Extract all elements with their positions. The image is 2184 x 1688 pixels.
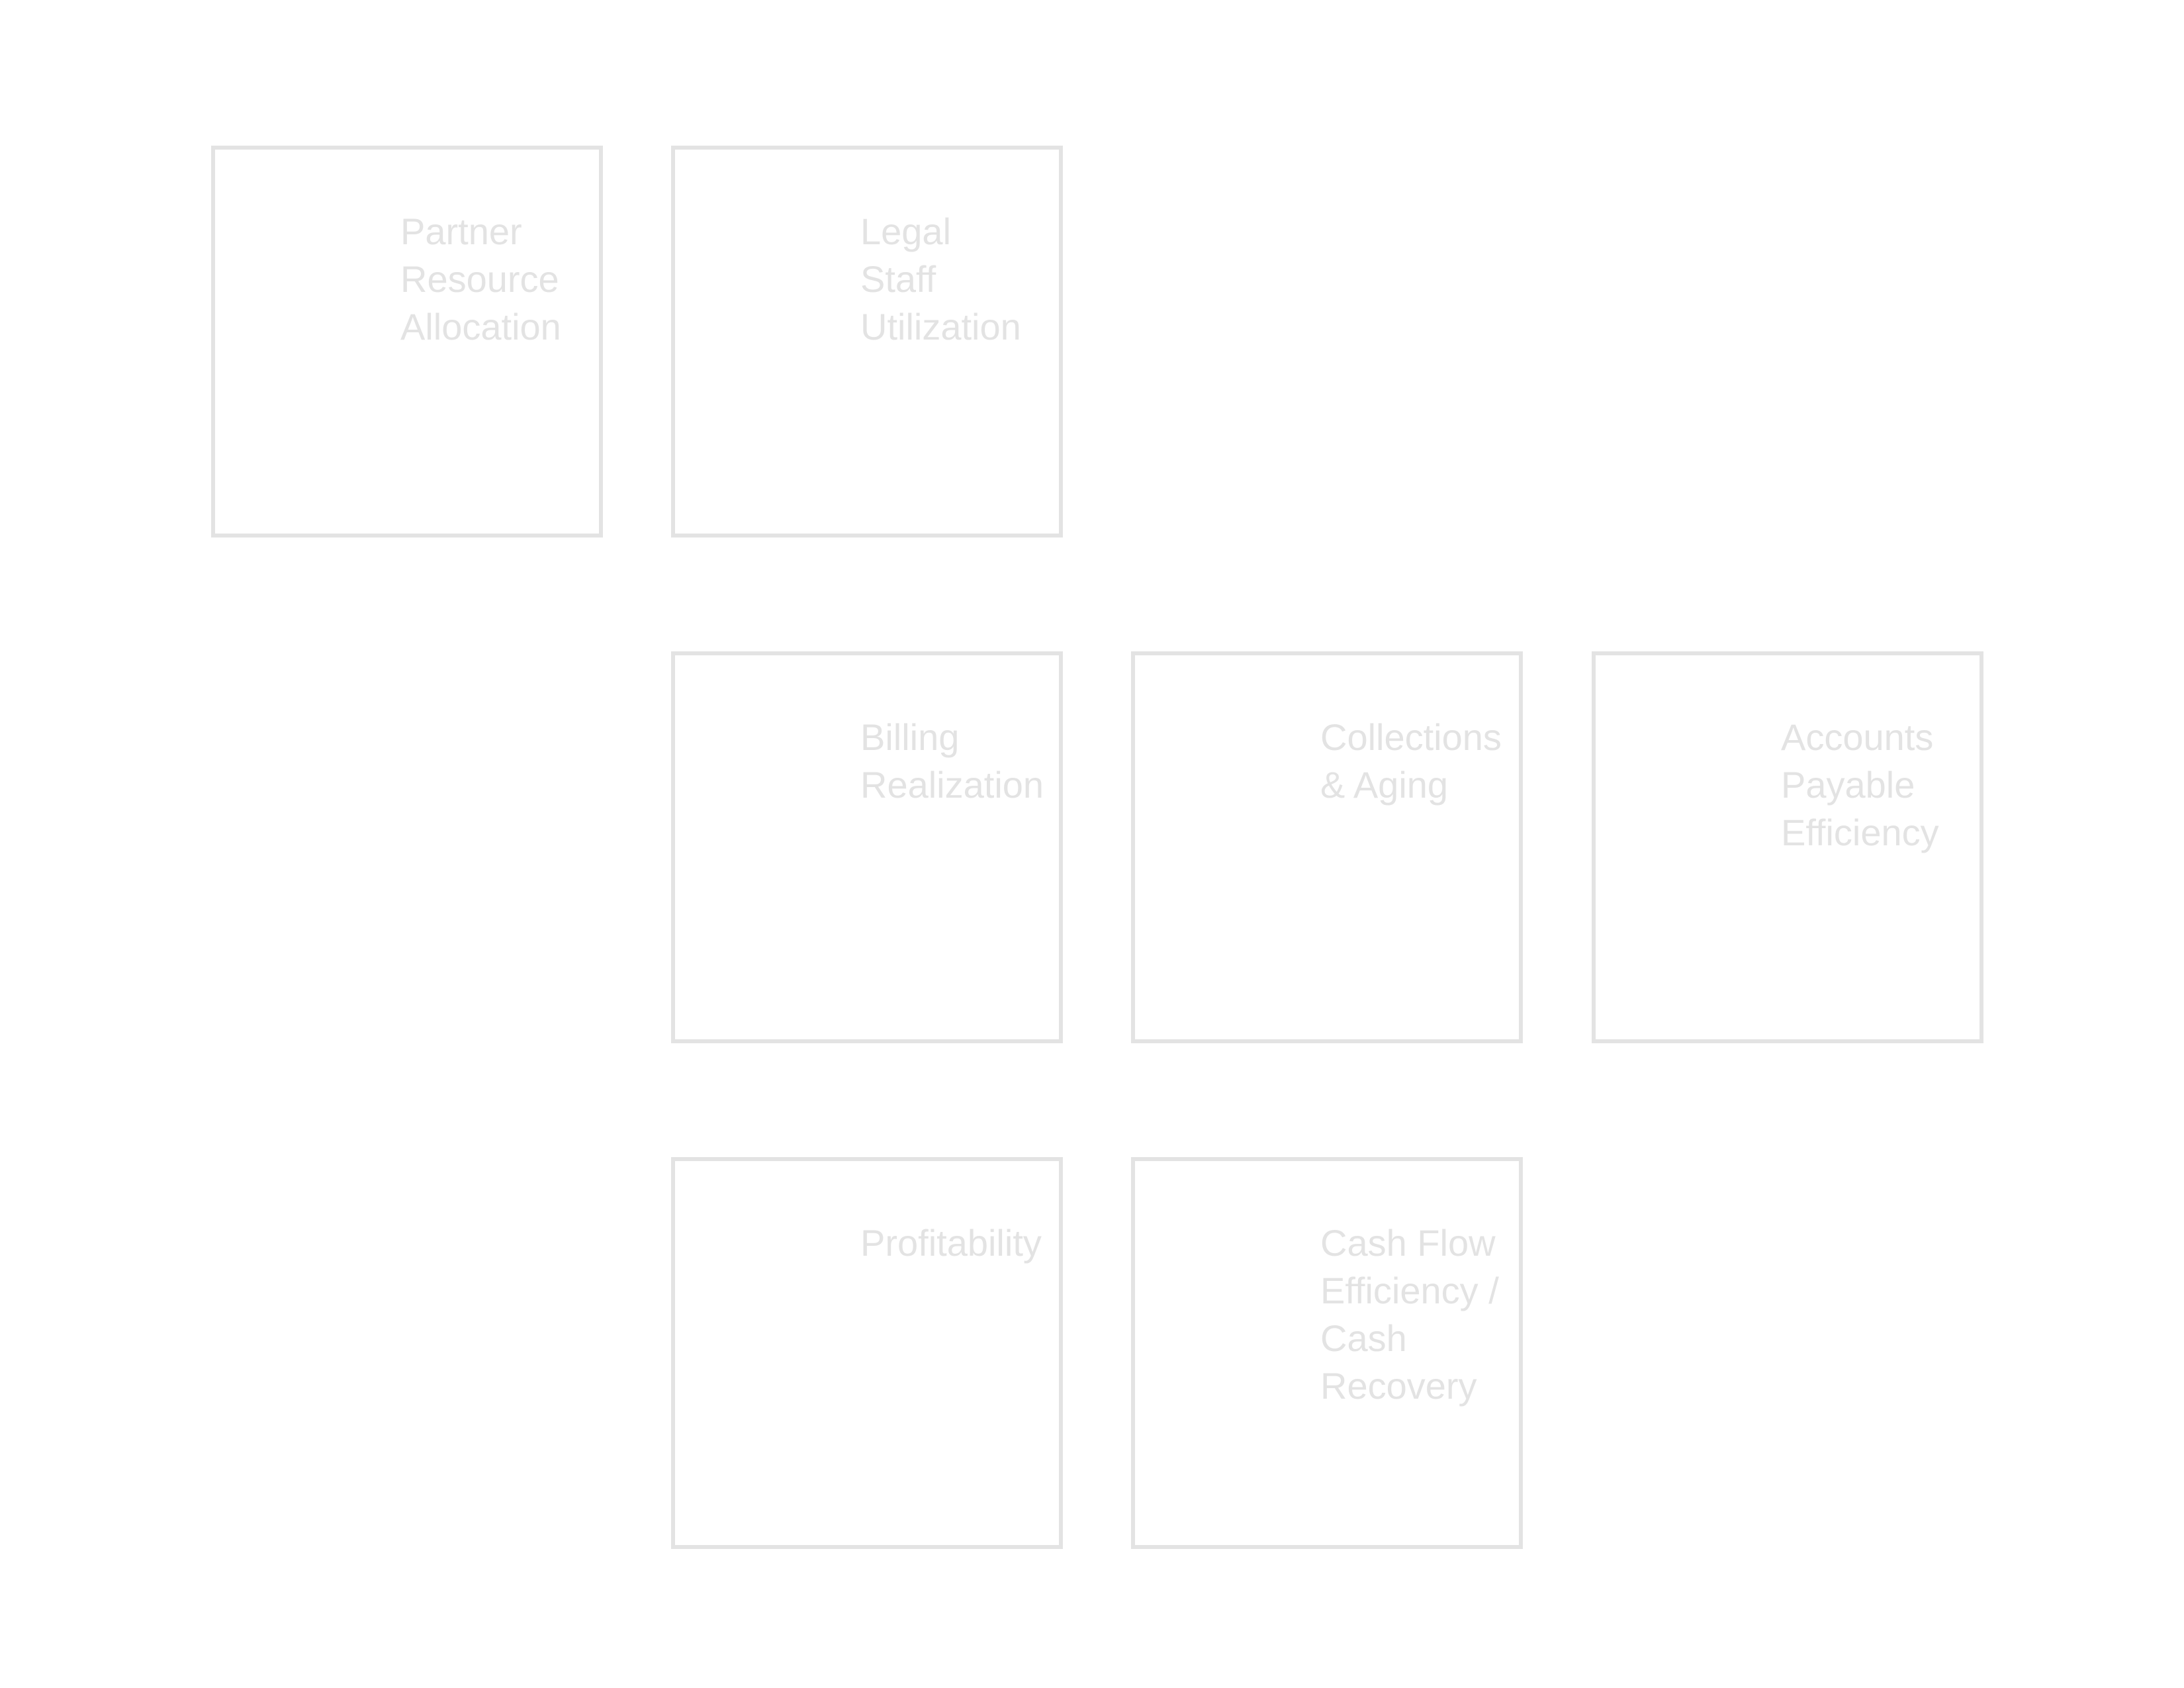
tile-accounts-payable-efficiency: Accounts Payable Efficiency <box>1592 651 1983 1043</box>
tile-label: Billing Realization <box>860 716 1044 806</box>
tile-label: Legal Staff Utilization <box>860 211 1021 348</box>
tile-label: Collections & Aging <box>1320 716 1502 806</box>
tile-label: Accounts Payable Efficiency <box>1781 716 1939 853</box>
tile-label: Profitability <box>860 1222 1042 1264</box>
tile-profitability: Profitability <box>671 1157 1063 1549</box>
tile-partner-resource-allocation: Partner Resource Allocation <box>211 146 603 538</box>
tile-billing-realization: Billing Realization <box>671 651 1063 1043</box>
tile-label: Cash Flow Efficiency / Cash Recovery <box>1320 1222 1499 1407</box>
tile-label: Partner Resource Allocation <box>400 211 561 348</box>
tile-cash-flow-efficiency: Cash Flow Efficiency / Cash Recovery <box>1131 1157 1523 1549</box>
tile-legal-staff-utilization: Legal Staff Utilization <box>671 146 1063 538</box>
tile-collections-aging: Collections & Aging <box>1131 651 1523 1043</box>
